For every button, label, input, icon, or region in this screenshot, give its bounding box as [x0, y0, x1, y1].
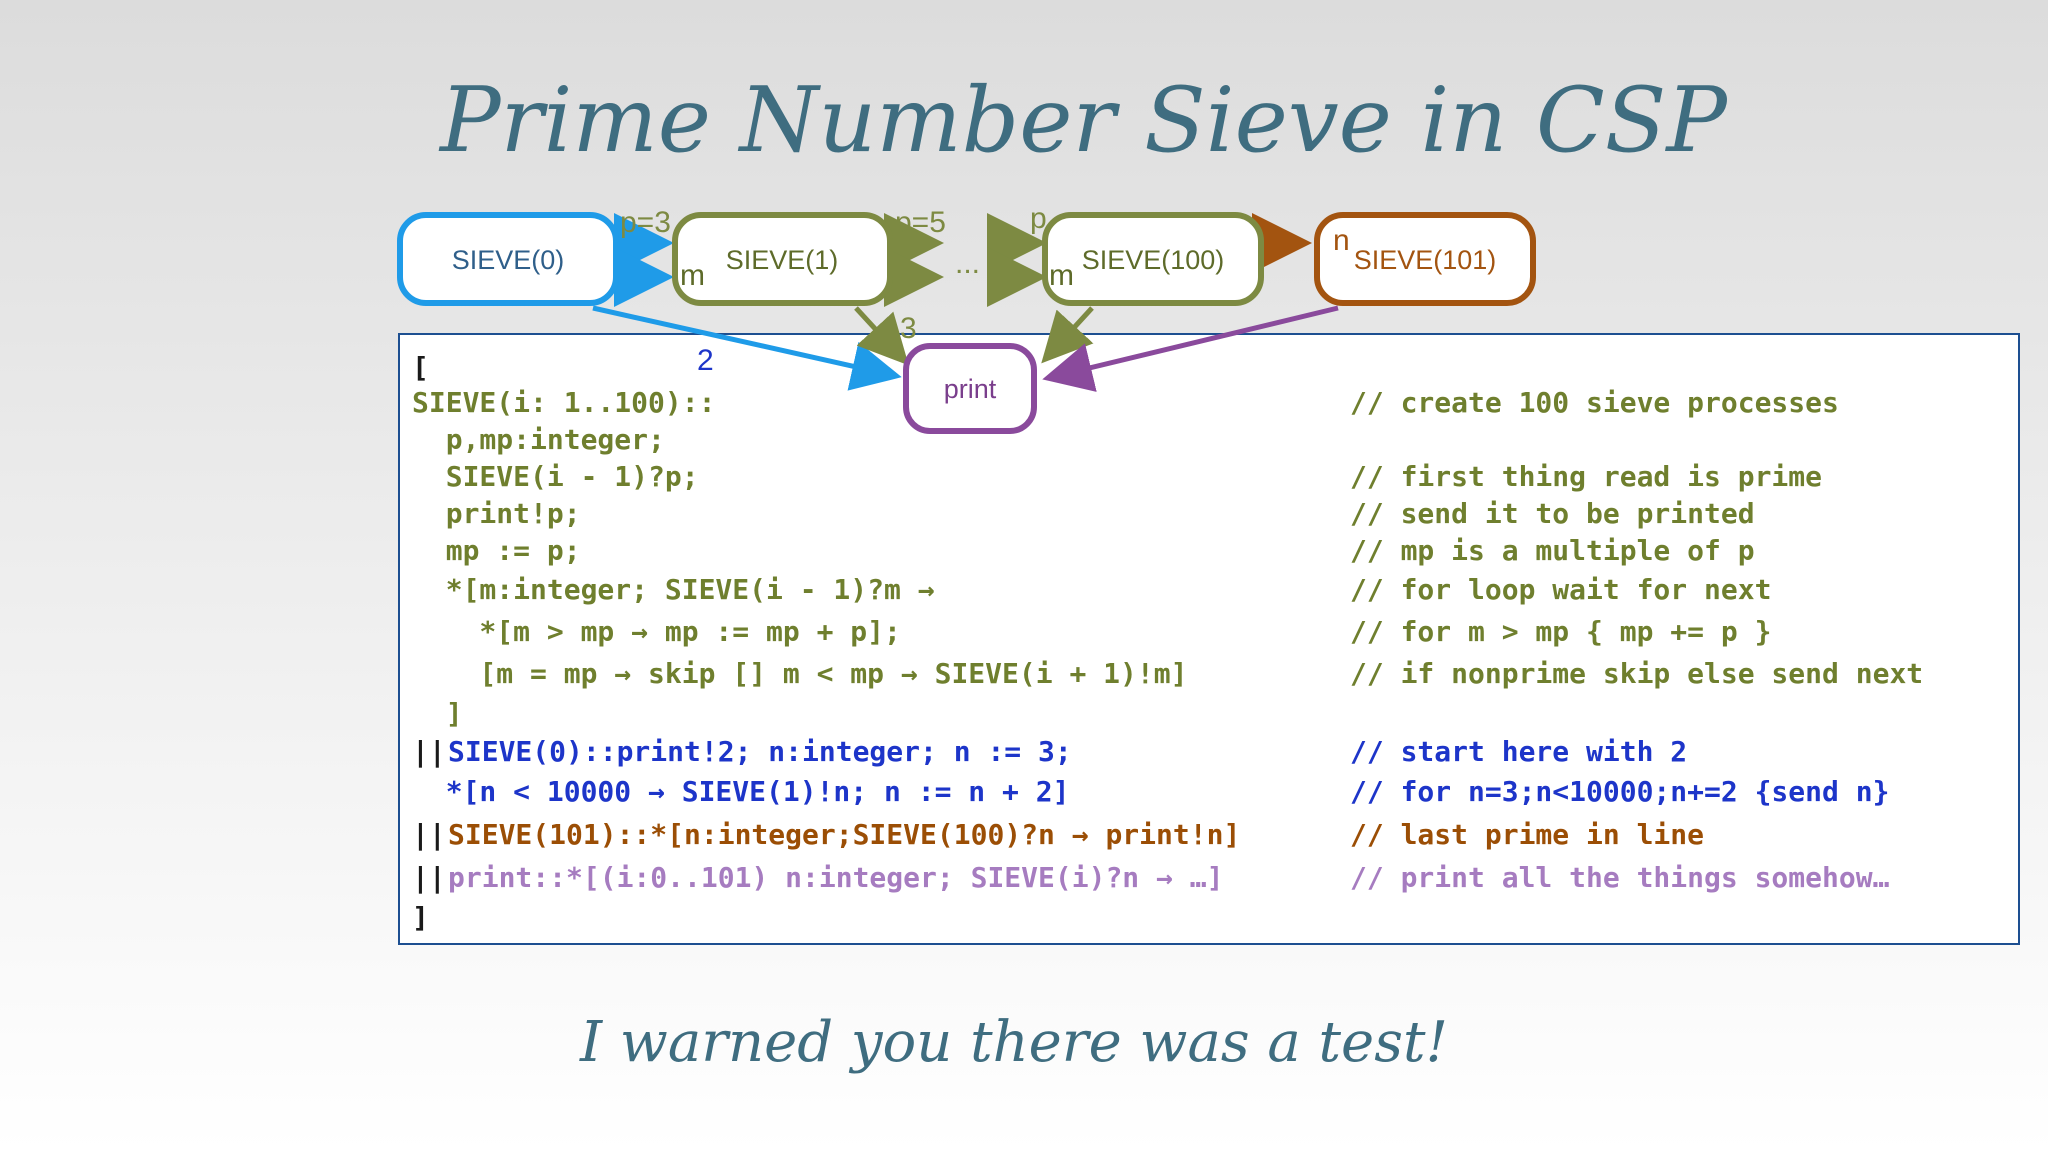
code-comment-send-n: // for n=3;n<10000;n+=2 {send n} — [1350, 775, 1890, 808]
edge-label-p5: p=5 — [895, 206, 946, 239]
code-line-close-loop: ] — [412, 697, 463, 730]
code-line-open-bracket: [ — [412, 351, 429, 384]
edge-label-p3: p=3 — [620, 206, 671, 239]
edge-label-m-sieve1: m — [680, 259, 705, 292]
code-line-sieve101: SIEVE(101)::*[n:integer;SIEVE(100)?n → p… — [448, 818, 1241, 851]
code-line-vars: p,mp:integer; — [412, 423, 665, 456]
edge-label-n: n — [1333, 224, 1350, 257]
edge-sieve101-to-print — [1042, 305, 1339, 392]
code-line-print-proc: print::*[(i:0..101) n:integer; SIEVE(i)?… — [448, 861, 1224, 894]
code-line-print: print!p; — [412, 497, 581, 530]
edge-label-m-sieve100: m — [1049, 259, 1074, 292]
edge-prev-to-sieve100 — [987, 213, 1047, 307]
node-sieve100: SIEVE(100) — [1042, 212, 1264, 306]
code-comment-loop: // for loop wait for next — [1350, 573, 1772, 606]
node-label-sieve1: SIEVE(1) — [726, 245, 839, 275]
code-line-sieve-decl: SIEVE(i: 1..100):: — [412, 386, 716, 419]
code-line-close-bracket: ] — [412, 901, 429, 934]
edge-sieve0-to-print — [592, 305, 902, 391]
edge-label-ellipsis: ... — [955, 247, 980, 280]
node-label-sieve101: SIEVE(101) — [1354, 245, 1497, 275]
edge-sieve1-to-print — [854, 306, 909, 366]
slide-subtitle: I warned you there was a test! — [580, 1010, 1448, 1075]
node-label-print: print — [944, 374, 997, 404]
code-comment-print: // send it to be printed — [1350, 497, 1755, 530]
code-comment-start: // start here with 2 — [1350, 735, 1688, 768]
code-line-send-n: *[n < 10000 → SIEVE(1)!n; n := n + 2] — [412, 775, 1070, 808]
edge-sieve1-to-next — [884, 213, 944, 307]
parallel-bar: || — [412, 861, 446, 894]
edge-sieve100-to-print — [1041, 306, 1094, 364]
edge-sieve0-to-sieve1 — [614, 213, 674, 307]
node-sieve1: SIEVE(1) — [672, 212, 893, 306]
code-comment-create: // create 100 sieve processes — [1350, 386, 1839, 419]
code-comment-if-nonprime: // if nonprime skip else send next — [1350, 657, 1924, 690]
code-line-sieve0: SIEVE(0)::print!2; n:integer; n := 3; — [448, 735, 1072, 768]
code-comment-advance-mp: // for m > mp { mp += p } — [1350, 615, 1772, 648]
code-line-read-prime: SIEVE(i - 1)?p; — [412, 460, 699, 493]
node-label-sieve0: SIEVE(0) — [452, 245, 565, 275]
edge-label-2: 2 — [697, 344, 714, 377]
code-comment-read-prime: // first thing read is prime — [1350, 460, 1823, 493]
node-print: print — [903, 343, 1037, 434]
node-label-sieve100: SIEVE(100) — [1082, 245, 1225, 275]
node-sieve101: SIEVE(101) — [1314, 212, 1536, 306]
code-line-if-nonprime: [m = mp → skip [] m < mp → SIEVE(i + 1)!… — [412, 657, 1188, 690]
code-line-mp: mp := p; — [412, 534, 581, 567]
code-line-loop: *[m:integer; SIEVE(i - 1)?m → — [412, 573, 935, 606]
code-comment-mp: // mp is a multiple of p — [1350, 534, 1755, 567]
code-line-advance-mp: *[m > mp → mp := mp + p]; — [412, 615, 901, 648]
edge-label-p: p — [1030, 202, 1047, 235]
parallel-bar: || — [412, 735, 446, 768]
edge-label-3: 3 — [900, 312, 917, 345]
code-listing: [ SIEVE(i: 1..100):: // create 100 sieve… — [398, 333, 2020, 945]
code-comment-last-prime: // last prime in line — [1350, 818, 1705, 851]
parallel-bar: || — [412, 818, 446, 851]
code-comment-print-all: // print all the things somehow… — [1350, 861, 1890, 894]
slide-title: Prime Number Sieve in CSP — [440, 68, 1727, 173]
node-sieve0: SIEVE(0) — [397, 212, 619, 306]
